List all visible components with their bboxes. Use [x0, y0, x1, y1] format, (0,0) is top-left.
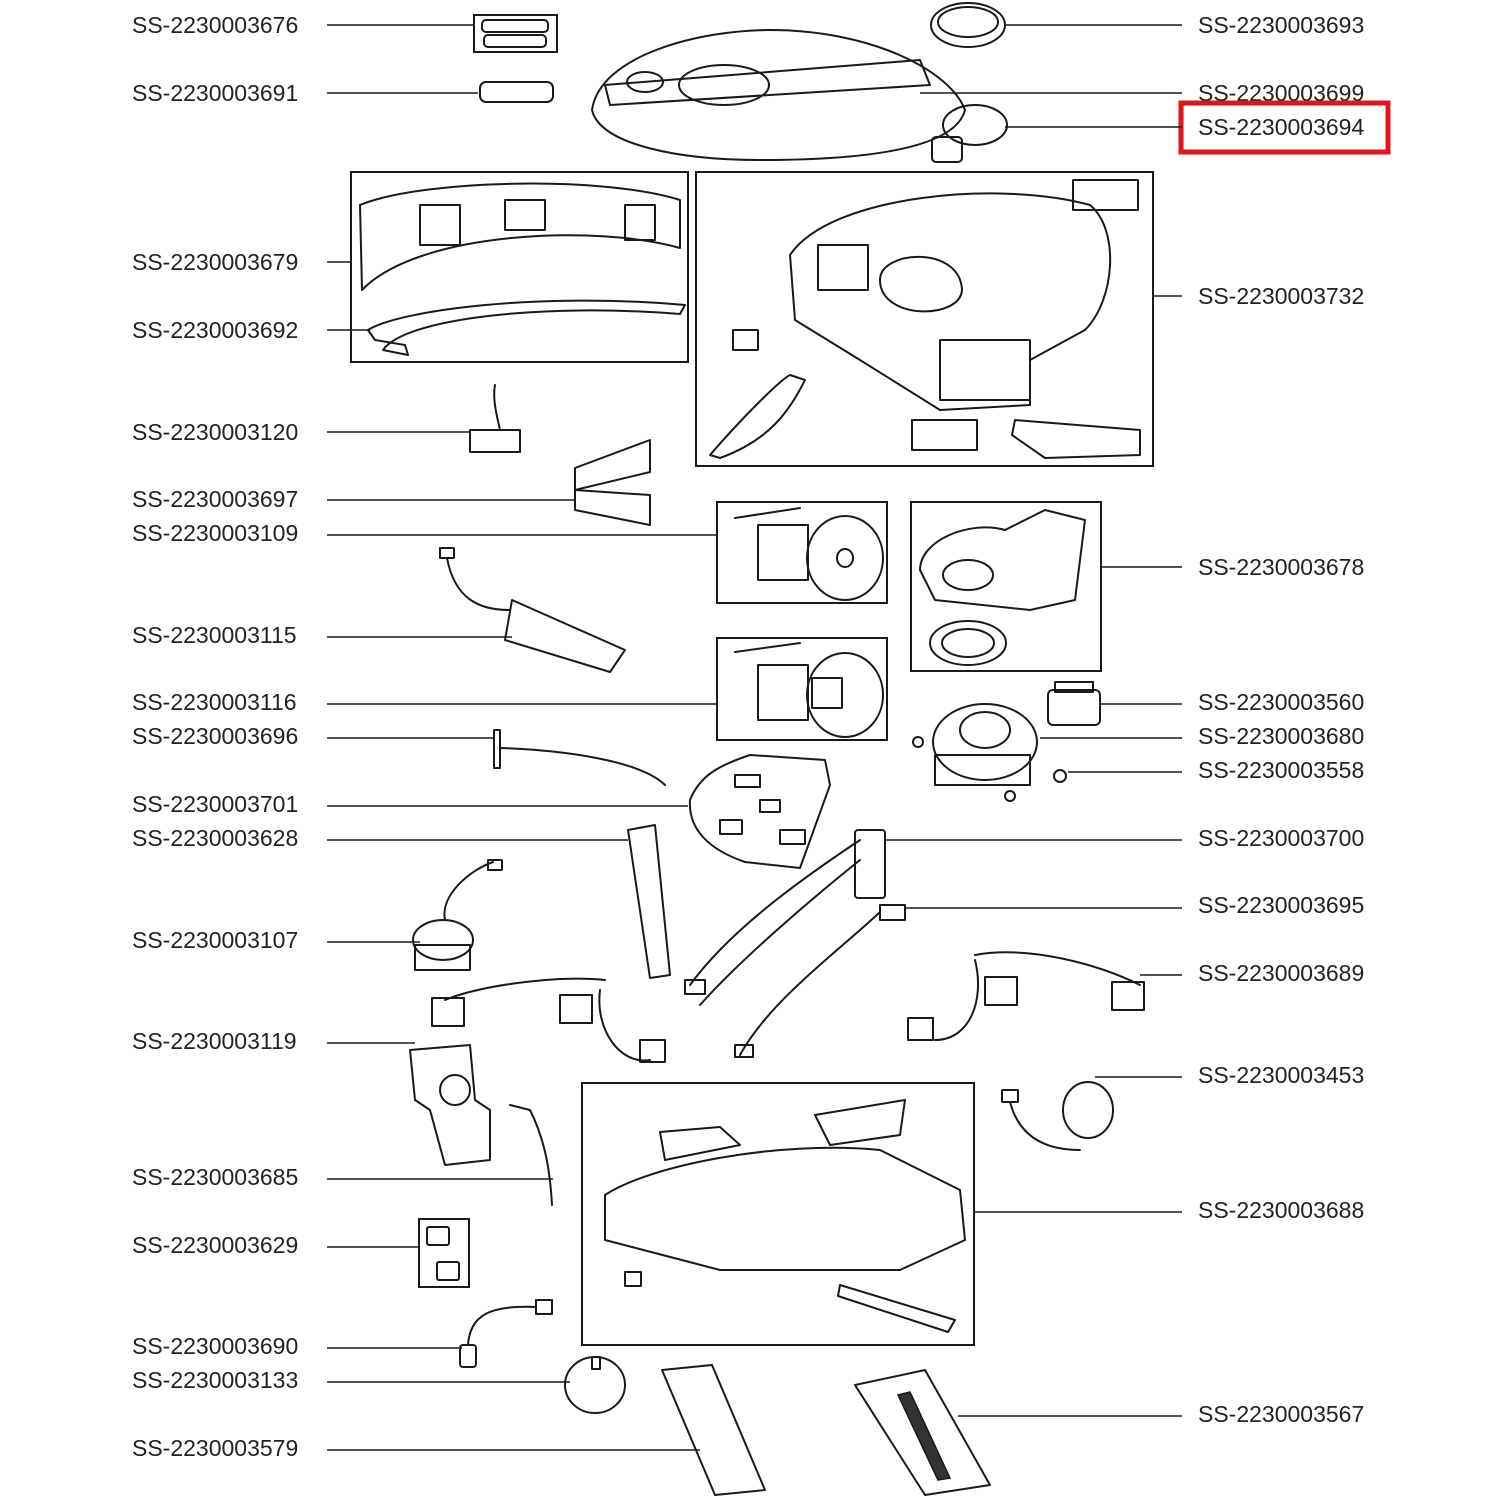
label-ss-2230003678[interactable]: SS-2230003678	[1198, 554, 1364, 580]
part-3678	[919, 509, 1086, 666]
label-ss-2230003694[interactable]: SS-2230003694	[1198, 114, 1364, 140]
part-3680	[912, 703, 1067, 802]
part-3629	[426, 1226, 460, 1281]
part-3133	[564, 1356, 626, 1414]
label-ss-2230003628[interactable]: SS-2230003628	[132, 825, 298, 851]
label-ss-2230003691[interactable]: SS-2230003691	[132, 80, 298, 106]
label-ss-2230003685[interactable]: SS-2230003685	[132, 1164, 298, 1190]
group-boxes	[350, 14, 1154, 1346]
label-ss-2230003558[interactable]: SS-2230003558	[1198, 757, 1364, 783]
part-3560	[1047, 681, 1101, 726]
part-3567	[854, 1369, 991, 1496]
right-labels: SS-2230003693 SS-2230003699 SS-223000369…	[1198, 12, 1364, 1427]
part-3115	[439, 547, 626, 673]
label-ss-2230003690[interactable]: SS-2230003690	[132, 1333, 298, 1359]
label-ss-2230003700[interactable]: SS-2230003700	[1198, 825, 1364, 851]
part-3701-pcb	[688, 754, 831, 869]
part-3699-top-cover	[591, 29, 966, 161]
label-ss-2230003120[interactable]: SS-2230003120	[132, 419, 298, 445]
left-labels: SS-2230003676 SS-2230003691 SS-223000367…	[132, 12, 298, 1461]
part-3695-cables	[684, 839, 906, 1058]
label-ss-2230003701[interactable]: SS-2230003701	[132, 791, 298, 817]
part-3676-buttons	[481, 19, 549, 48]
part-3689-right	[907, 951, 1145, 1041]
part-3689-left	[431, 977, 666, 1063]
label-ss-2230003696[interactable]: SS-2230003696	[132, 723, 298, 749]
part-3732-frame	[709, 179, 1141, 459]
part-3693	[930, 2, 1006, 48]
part-3679-bumper	[359, 182, 681, 291]
part-3692	[367, 299, 686, 356]
label-ss-2230003695[interactable]: SS-2230003695	[1198, 892, 1364, 918]
part-3628	[627, 824, 671, 979]
part-3109-wheel	[734, 507, 884, 601]
label-ss-2230003732[interactable]: SS-2230003732	[1198, 283, 1364, 309]
label-ss-2230003453[interactable]: SS-2230003453	[1198, 1062, 1364, 1088]
label-ss-2230003560[interactable]: SS-2230003560	[1198, 689, 1364, 715]
label-ss-2230003116[interactable]: SS-2230003116	[132, 689, 297, 715]
part-3690	[459, 1299, 553, 1368]
label-ss-2230003680[interactable]: SS-2230003680	[1198, 723, 1364, 749]
part-3696	[493, 729, 666, 786]
label-ss-2230003688[interactable]: SS-2230003688	[1198, 1197, 1364, 1223]
label-ss-2230003679[interactable]: SS-2230003679	[132, 249, 298, 275]
label-ss-2230003567[interactable]: SS-2230003567	[1198, 1401, 1364, 1427]
part-3119	[409, 1044, 491, 1166]
part-drawings	[359, 2, 1145, 1496]
label-ss-2230003119[interactable]: SS-2230003119	[132, 1028, 297, 1054]
label-ss-2230003692[interactable]: SS-2230003692	[132, 317, 298, 343]
part-3453	[1001, 1081, 1114, 1151]
label-ss-2230003107[interactable]: SS-2230003107	[132, 927, 298, 953]
label-ss-2230003697[interactable]: SS-2230003697	[132, 486, 298, 512]
part-3685	[509, 1104, 553, 1206]
leader-lines	[327, 24, 1182, 1451]
part-3688-chassis	[604, 1099, 966, 1333]
label-ss-2230003579[interactable]: SS-2230003579	[132, 1435, 298, 1461]
part-3694-lidar	[931, 104, 1008, 163]
label-ss-2230003115[interactable]: SS-2230003115	[132, 622, 297, 648]
label-ss-2230003693[interactable]: SS-2230003693	[1198, 12, 1364, 38]
label-ss-2230003109[interactable]: SS-2230003109	[132, 520, 298, 546]
part-3107	[412, 859, 503, 971]
part-3691	[479, 81, 554, 103]
label-ss-2230003689[interactable]: SS-2230003689	[1198, 960, 1364, 986]
part-3697	[574, 439, 651, 526]
label-ss-2230003629[interactable]: SS-2230003629	[132, 1232, 298, 1258]
label-ss-2230003676[interactable]: SS-2230003676	[132, 12, 298, 38]
part-3579	[661, 1364, 766, 1496]
part-3116-wheel	[734, 642, 884, 738]
label-ss-2230003133[interactable]: SS-2230003133	[132, 1367, 298, 1393]
part-3120	[469, 384, 521, 453]
